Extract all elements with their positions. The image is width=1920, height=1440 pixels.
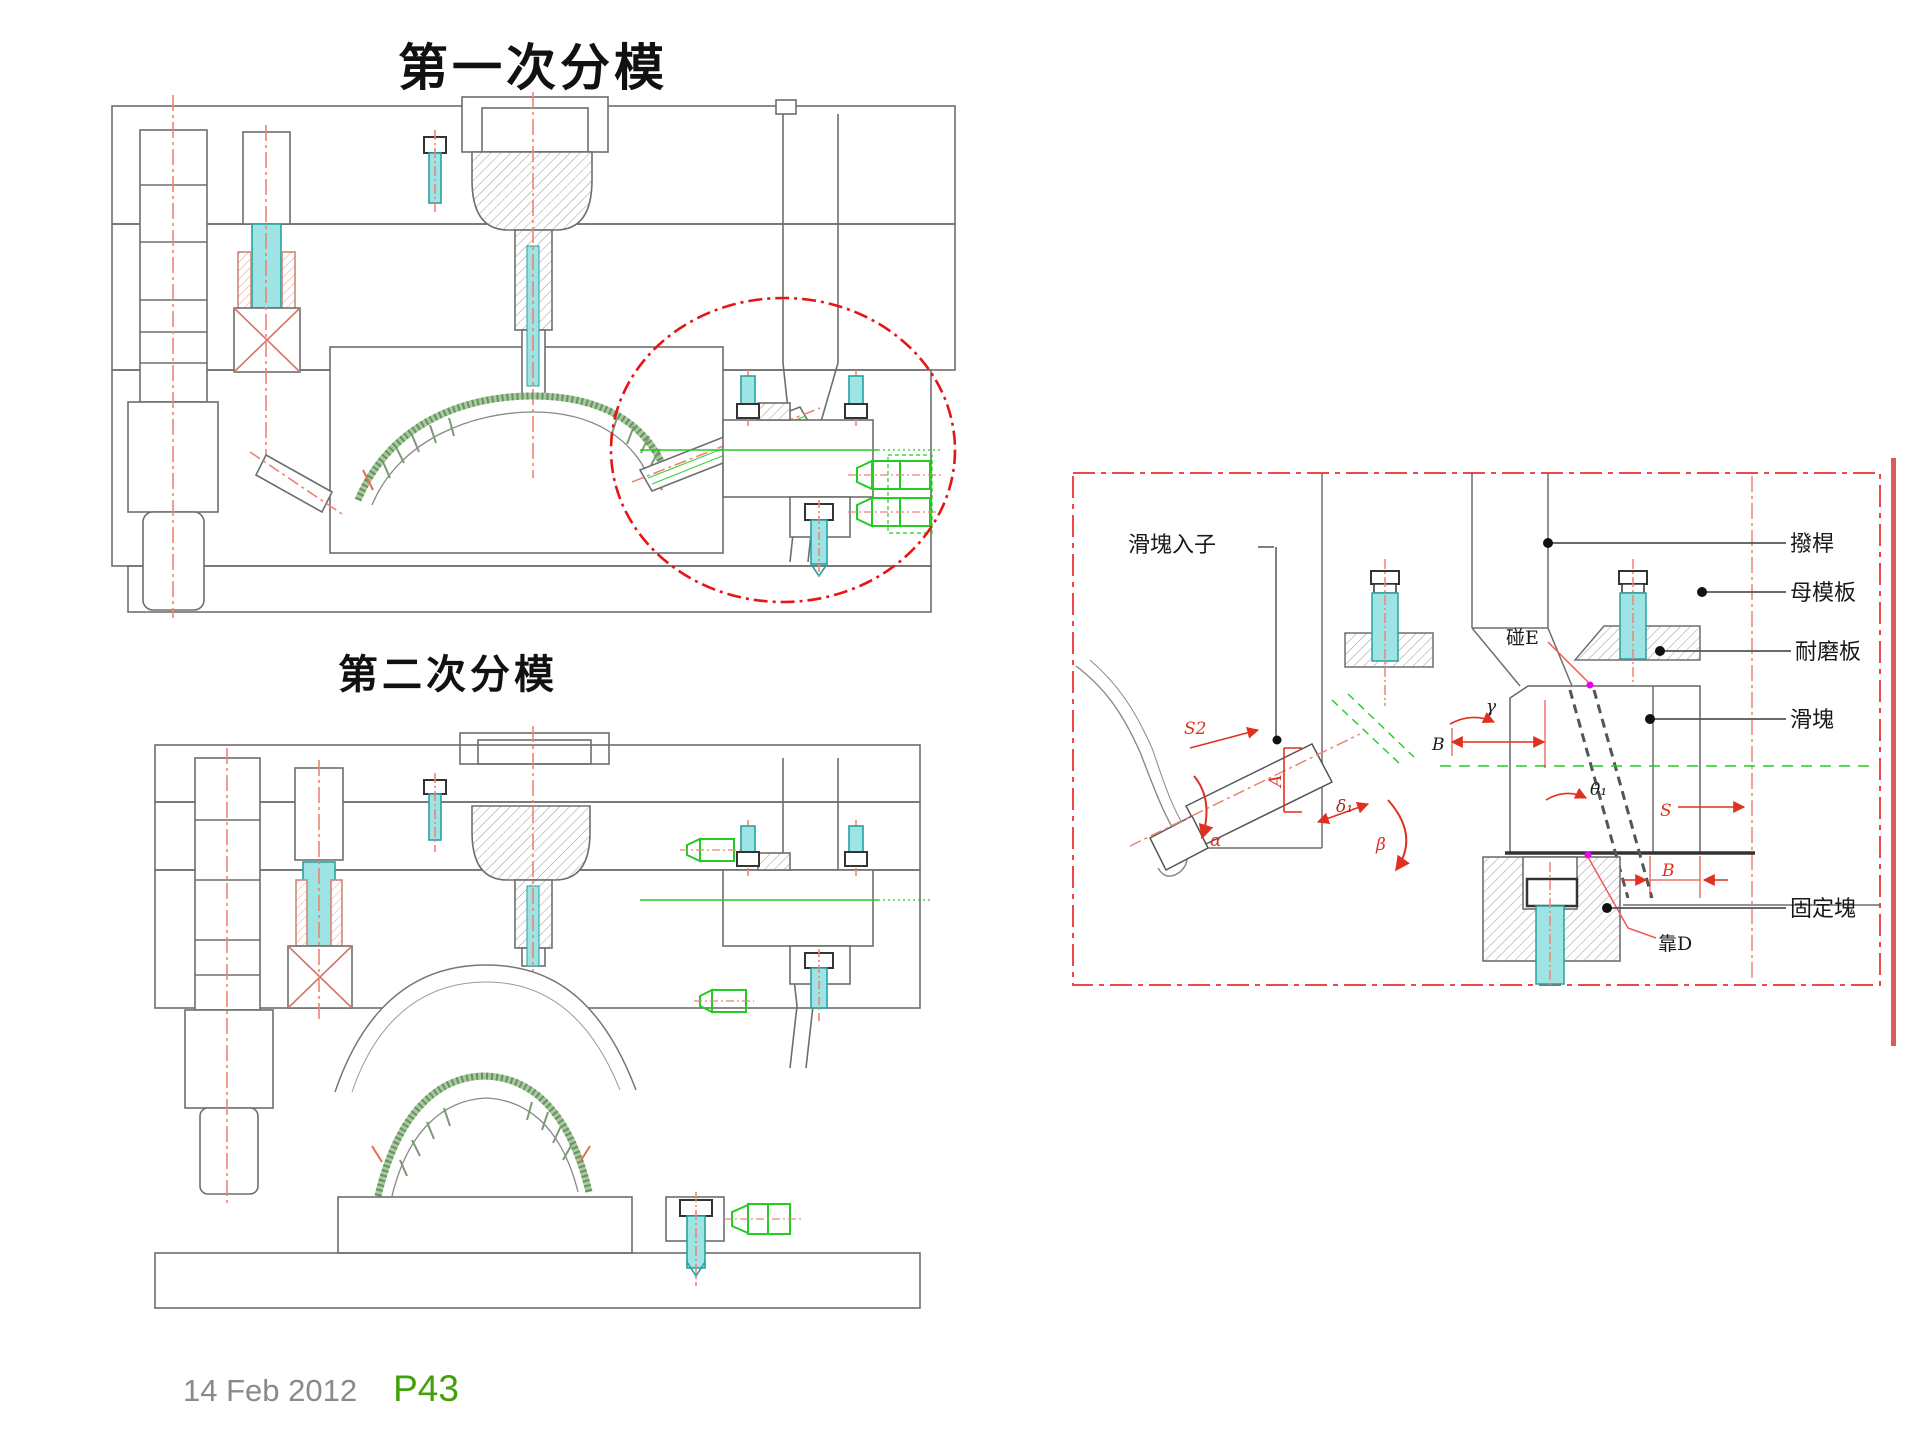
- first-parting-diagram: [111, 92, 957, 618]
- leader-dot: [1272, 735, 1282, 745]
- screw-icon: [665, 1192, 725, 1286]
- second-parting-diagram: [154, 726, 930, 1309]
- green-fitting: [724, 1203, 802, 1235]
- highlight-circle: [609, 296, 957, 604]
- screw-icon: [423, 773, 447, 852]
- bottom-plate: [154, 1252, 921, 1309]
- screw-icon: [1370, 559, 1400, 706]
- guide-pillar: [184, 757, 274, 1195]
- dim-theta1: θ₁: [1590, 780, 1607, 800]
- dim-beta: β: [1375, 835, 1386, 855]
- screw-icon: [736, 370, 760, 428]
- fixed-block: [1482, 856, 1621, 986]
- slider-detail-diagram: 滑塊入子 撥桿 母模板 耐磨板 滑塊 固定塊 碰E 靠D S2 α A δ₁ β…: [1072, 472, 1881, 986]
- leader-line: [1258, 546, 1277, 736]
- footer-date: 14 Feb 2012: [183, 1373, 358, 1408]
- dim-s2: S2: [1184, 719, 1206, 739]
- dim-gamma: γ: [1486, 697, 1497, 717]
- return-pin: [287, 767, 353, 1009]
- dimension-marks: [1189, 700, 1746, 898]
- side-label-lever: 撥桿: [1790, 532, 1834, 557]
- dim-s: S: [1660, 801, 1672, 821]
- green-fitting: [848, 459, 942, 491]
- green-fitting-outline: [887, 454, 933, 534]
- red-accent-bar: [1891, 458, 1896, 1046]
- green-fitting: [694, 988, 754, 1014]
- dim-b-lower: B: [1661, 861, 1675, 881]
- dim-a: A: [1266, 775, 1286, 789]
- stepped-block: [337, 1196, 633, 1254]
- core-dome: [334, 964, 637, 1093]
- screw-icon: [844, 820, 868, 876]
- side-label-dots: [1543, 538, 1707, 913]
- molded-part-dome: [354, 392, 672, 506]
- slider-assembly: [640, 820, 930, 1022]
- first-parting-title: 第一次分模: [398, 38, 668, 97]
- support-plate: [127, 565, 932, 613]
- leader-line: [1587, 856, 1657, 939]
- second-parting-title: 第二次分模: [338, 651, 558, 698]
- screw-icon: [423, 130, 447, 212]
- detail-border: [1072, 472, 1881, 986]
- locating-ring: [459, 732, 610, 765]
- slider-assembly: [640, 370, 940, 580]
- sprue-bushing: [471, 805, 591, 967]
- touch-e-label: 碰E: [1506, 627, 1539, 649]
- screw-icon: [736, 820, 760, 876]
- touch-point-e: [1586, 681, 1594, 689]
- screw-icon: [1618, 559, 1648, 704]
- green-fitting: [680, 837, 742, 863]
- side-label-leaders: [1548, 542, 1791, 909]
- sprue-bushing: [471, 151, 593, 399]
- slider-insert: [1129, 733, 1361, 872]
- footer-page-number: P43: [393, 1368, 459, 1409]
- dim-alpha: α: [1210, 831, 1222, 851]
- dim-b-upper: B: [1431, 735, 1445, 755]
- green-reference-lines: [1331, 693, 1876, 767]
- locating-ring: [461, 96, 609, 153]
- molded-part-dome: [371, 1072, 593, 1197]
- rest-point-d: [1584, 851, 1592, 859]
- return-pin: [233, 131, 301, 373]
- leader-line: [1547, 641, 1589, 683]
- side-label-wear-plate: 耐磨板: [1795, 640, 1861, 665]
- side-label-cavity-plate: 母模板: [1790, 581, 1856, 606]
- angled-lifter-left: [249, 451, 343, 515]
- side-label-fixed-block: 固定塊: [1790, 897, 1856, 922]
- slide-footer: 14 Feb 2012 P43: [183, 1368, 459, 1410]
- slider-block: [1505, 685, 1755, 899]
- green-fitting: [848, 496, 942, 528]
- side-label-slider: 滑塊: [1790, 708, 1834, 733]
- locating-ring-inner: [477, 739, 592, 765]
- dim-delta1: δ₁: [1336, 797, 1353, 817]
- rest-d-label: 靠D: [1658, 933, 1692, 955]
- slider-insert-label: 滑塊入子: [1128, 533, 1216, 558]
- screw-icon: [844, 370, 868, 428]
